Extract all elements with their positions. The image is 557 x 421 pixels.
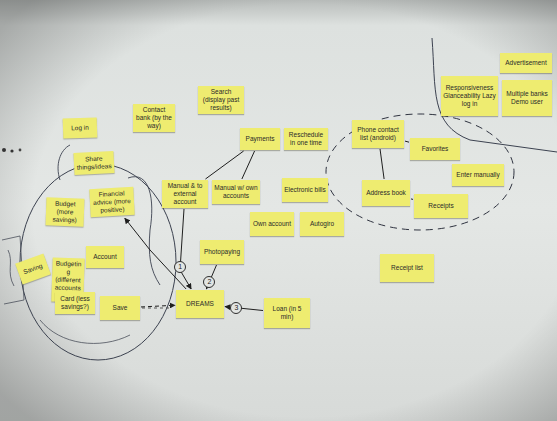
- sticky-note: Responsiveness Glanceability Lazy log in: [441, 76, 498, 116]
- sticky-note: Advertisement: [500, 53, 552, 73]
- marker-dot: [10, 149, 13, 152]
- sticky-note: Reschedule in one time: [284, 128, 328, 150]
- note-text: Enter manually: [454, 171, 502, 179]
- marker-dash: [142, 308, 170, 309]
- sticky-note: Account: [86, 246, 124, 268]
- note-text: Manual & to external account: [164, 182, 206, 206]
- connector: [180, 209, 191, 289]
- sticky-note: Financial advice (more positive): [89, 187, 134, 217]
- sticky-note: Electronic bills: [282, 178, 328, 202]
- note-text: Electronic bills: [284, 186, 326, 194]
- callout-number: 1: [174, 261, 186, 273]
- sticky-note: Autogiro: [300, 212, 344, 236]
- note-text: DREAMS: [178, 300, 222, 308]
- sticky-note: Save: [100, 296, 140, 320]
- note-text: Phone contact list (android): [354, 126, 402, 142]
- sticky-note: Share things/ideas: [73, 151, 114, 175]
- note-text: Account: [88, 253, 122, 261]
- note-text: Financial advice (more positive): [91, 189, 132, 215]
- note-text: Manual w/ own accounts: [214, 184, 258, 200]
- sticky-note: Photopaying: [200, 240, 244, 264]
- connector: [242, 151, 255, 179]
- marker-dot: [19, 149, 22, 152]
- callout-number: 3: [230, 302, 242, 314]
- connector: [141, 305, 175, 307]
- sticky-note: Receipt list: [380, 254, 434, 282]
- note-text: Log in: [65, 123, 95, 132]
- note-text: Receipts: [416, 202, 466, 210]
- sticky-note: Card (less savings?): [55, 292, 95, 314]
- sticky-note: Phone contact list (android): [352, 120, 404, 148]
- note-text: Payments: [242, 135, 278, 143]
- note-text: Search (display past results): [200, 88, 242, 112]
- sticky-note: Enter manually: [452, 164, 504, 186]
- sticky-note: Multiple banks Demo user: [502, 80, 552, 116]
- dashed-group-outline: [326, 114, 514, 230]
- marker-dot: [2, 148, 6, 152]
- connector: [125, 218, 186, 289]
- note-text: Favorites: [412, 145, 458, 153]
- note-text: Photopaying: [202, 248, 242, 256]
- marker-scribble: [40, 320, 130, 343]
- sticky-note: Loan (in 5 min): [264, 298, 310, 328]
- sticky-note: Budget (more savings): [46, 197, 85, 226]
- note-text: Multiple banks Demo user: [504, 90, 550, 106]
- connector: [205, 151, 243, 179]
- note-text: Address book: [364, 189, 408, 197]
- sticky-note: Saving: [15, 254, 51, 285]
- sticky-note: DREAMS: [176, 290, 224, 318]
- sticky-note: Own account: [250, 212, 294, 236]
- note-text: Budget (more savings): [48, 199, 83, 224]
- sticky-note: Address book: [362, 180, 410, 206]
- note-text: Card (less savings?): [57, 295, 93, 311]
- marker-boundary: [432, 38, 557, 152]
- note-text: Autogiro: [302, 220, 342, 228]
- note-text: Save: [102, 304, 138, 312]
- sticky-note: Favorites: [410, 138, 460, 160]
- note-text: Share things/ideas: [76, 154, 113, 172]
- sticky-note: Manual w/ own accounts: [212, 180, 260, 204]
- note-text: Own account: [252, 220, 292, 228]
- note-text: Reschedule in one time: [286, 131, 326, 147]
- connector: [405, 141, 409, 142]
- sticky-note: Search (display past results): [198, 86, 244, 114]
- connector: [411, 198, 413, 199]
- callout-number: 2: [203, 276, 215, 288]
- sticky-note: Log in: [63, 117, 98, 138]
- sticky-note: Contact bank (by the way): [133, 104, 175, 132]
- note-text: Responsiveness Glanceability Lazy log in: [443, 84, 496, 108]
- sticky-note: Receipts: [414, 194, 468, 218]
- note-text: Receipt list: [382, 264, 432, 272]
- sticky-note: Payments: [240, 128, 280, 150]
- connector: [380, 149, 384, 179]
- note-text: Saving: [19, 261, 46, 277]
- note-text: Contact bank (by the way): [135, 106, 173, 130]
- note-text: Advertisement: [502, 59, 550, 67]
- sticky-note: Manual & to external account: [162, 180, 208, 208]
- note-text: Loan (in 5 min): [266, 305, 308, 321]
